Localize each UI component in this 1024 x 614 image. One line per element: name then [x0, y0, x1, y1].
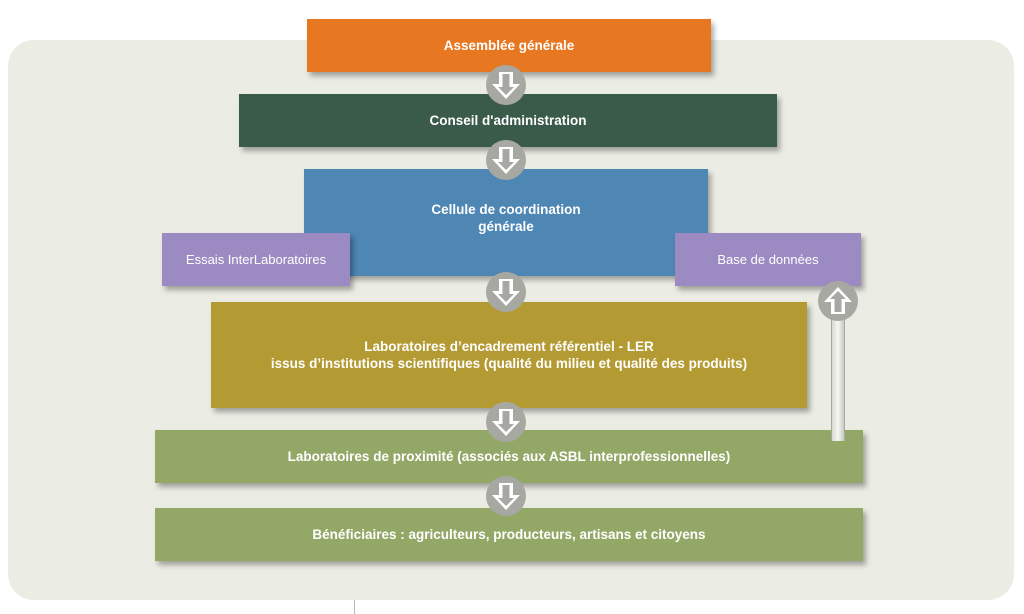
down-arrow-icon: [484, 63, 528, 107]
up-arrow-icon: [816, 279, 860, 323]
down-arrow-icon: [484, 138, 528, 182]
node-label: Laboratoires de proximité (associés aux …: [287, 449, 731, 464]
node-assemblee-generale: Assemblée générale: [307, 19, 711, 72]
node-cellule-coordination: Cellule de coordination générale: [304, 169, 708, 276]
node-label: Base de données: [717, 252, 819, 267]
node-label: Assemblée générale: [443, 38, 575, 53]
node-label: Cellule de coordination générale: [431, 202, 581, 234]
down-arrow-icon: [484, 474, 528, 518]
node-beneficiaires: Bénéficiaires : agriculteurs, producteur…: [155, 508, 863, 561]
guide-line: [354, 600, 355, 614]
node-conseil-administration: Conseil d'administration: [239, 94, 777, 147]
node-essais-interlaboratoires: Essais InterLaboratoires: [162, 233, 350, 286]
node-base-de-donnees: Base de données: [675, 233, 861, 286]
node-label: Bénéficiaires : agriculteurs, producteur…: [312, 527, 706, 542]
up-arrow-shaft: [831, 300, 845, 441]
node-label: Laboratoires d’encadrement référentiel -…: [270, 339, 748, 371]
down-arrow-icon: [484, 400, 528, 444]
down-arrow-icon: [484, 270, 528, 314]
node-label: Conseil d'administration: [429, 113, 587, 128]
node-label: Essais InterLaboratoires: [185, 252, 327, 267]
node-laboratoires-ler: Laboratoires d’encadrement référentiel -…: [211, 302, 807, 408]
